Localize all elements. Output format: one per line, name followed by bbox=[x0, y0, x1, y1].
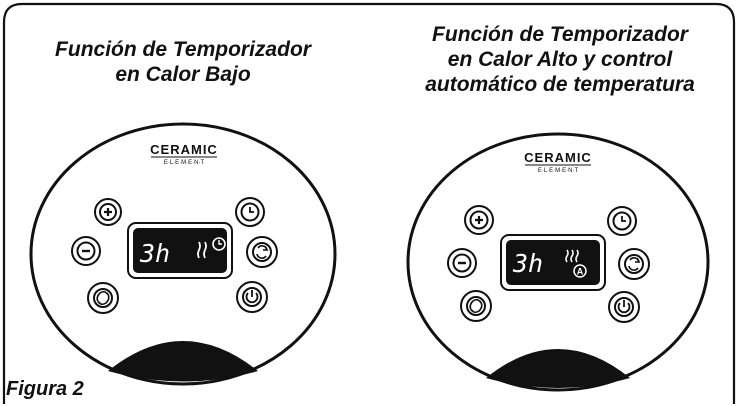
heading-line: automático de temperatura bbox=[425, 73, 695, 96]
timer-readout: 3h bbox=[139, 239, 170, 268]
heading-line: en Calor Bajo bbox=[115, 63, 251, 86]
control-panel-low-heat: CERAMIC E·L·E·M·E·N·T 3h bbox=[29, 122, 337, 386]
button-timer[interactable] bbox=[607, 206, 637, 236]
high-heat-icon bbox=[565, 249, 579, 263]
heading-line: Función de Temporizador bbox=[432, 23, 688, 46]
heading-line: Función de Temporizador bbox=[55, 38, 311, 61]
button-cycle[interactable] bbox=[246, 236, 278, 268]
cycle-icon bbox=[628, 257, 641, 271]
power-icon bbox=[617, 300, 631, 314]
button-timer[interactable] bbox=[235, 197, 265, 227]
clock-icon bbox=[212, 237, 226, 251]
button-cycle[interactable] bbox=[618, 248, 650, 280]
power-icon bbox=[245, 290, 259, 304]
timer-icon bbox=[249, 207, 254, 213]
brand-name: CERAMIC bbox=[150, 142, 218, 157]
button-power[interactable] bbox=[608, 291, 640, 323]
auto-temperature-icon: A bbox=[573, 264, 587, 278]
brand-subtitle: E·L·E·M·E·N·T bbox=[538, 168, 579, 174]
brand-logo: CERAMIC E·L·E·M·E·N·T bbox=[524, 150, 592, 174]
oscillation-icon bbox=[96, 290, 110, 306]
button-plus[interactable] bbox=[94, 198, 122, 226]
brand-logo: CERAMIC E·L·E·M·E·N·T bbox=[150, 142, 218, 166]
brand-name: CERAMIC bbox=[524, 150, 592, 165]
timer-icon bbox=[621, 216, 626, 222]
heading-high-heat: Función de Temporizador en Calor Alto y … bbox=[392, 22, 728, 97]
cycle-icon bbox=[256, 245, 269, 259]
button-plus[interactable] bbox=[464, 205, 494, 235]
button-oscillation[interactable] bbox=[87, 282, 119, 314]
low-heat-icon bbox=[197, 241, 207, 259]
plus-icon bbox=[475, 216, 483, 224]
button-power[interactable] bbox=[236, 281, 268, 313]
plus-icon bbox=[104, 208, 112, 216]
button-oscillation[interactable] bbox=[460, 290, 492, 322]
button-minus[interactable] bbox=[71, 236, 101, 266]
lcd-display: 3h A bbox=[500, 234, 606, 291]
heading-line: en Calor Alto y control bbox=[447, 48, 673, 71]
heading-low-heat: Función de Temporizador en Calor Bajo bbox=[28, 37, 338, 87]
brand-subtitle: E·L·E·M·E·N·T bbox=[164, 160, 205, 166]
figure-caption: Figura 2 bbox=[6, 378, 84, 400]
lcd-display: 3h bbox=[127, 222, 233, 279]
button-minus[interactable] bbox=[447, 248, 477, 278]
control-panel-high-heat: CERAMIC E·L·E·M·E·N·T 3h A bbox=[406, 132, 710, 392]
oscillation-icon bbox=[469, 298, 483, 314]
timer-readout: 3h bbox=[512, 249, 543, 278]
auto-symbol: A bbox=[577, 267, 584, 277]
